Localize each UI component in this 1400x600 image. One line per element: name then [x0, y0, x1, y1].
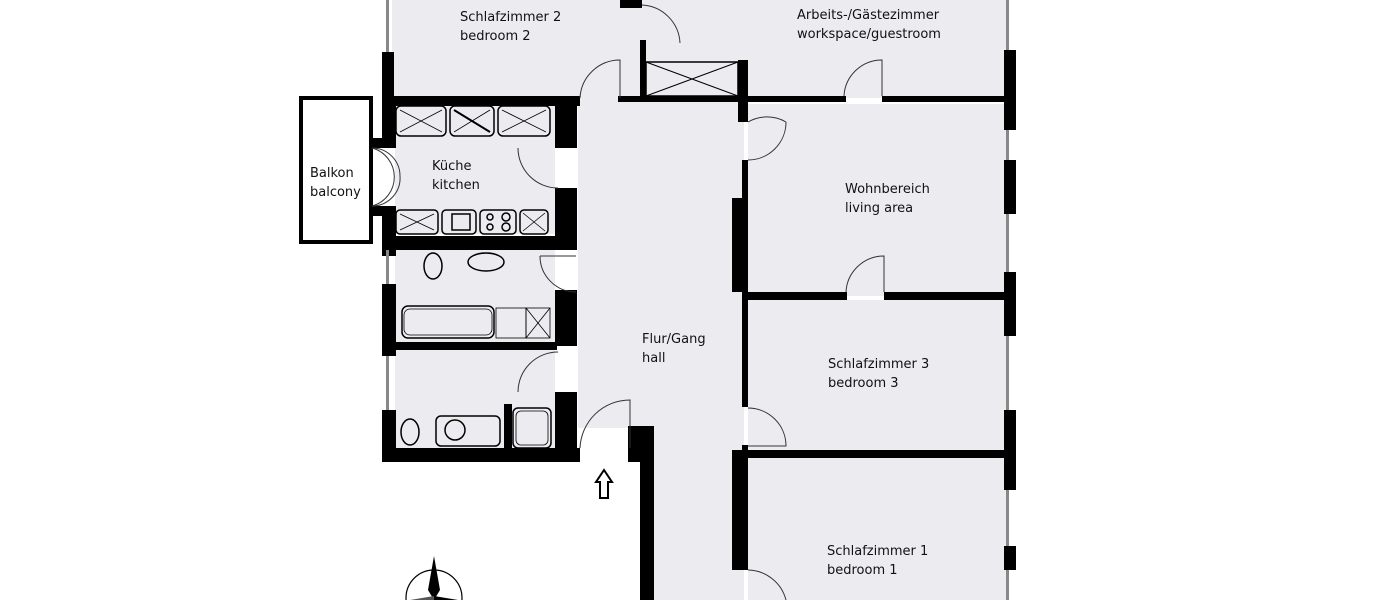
room-name-de: Arbeits-/Gästezimmer: [797, 8, 940, 23]
balcony-outline: [299, 96, 373, 244]
kitchen-units: [395, 105, 551, 235]
room-label-balcony: Balkon balcony: [310, 164, 361, 202]
room-label-kitchen: Küche kitchen: [432, 157, 480, 195]
room-label-living: Wohnbereich living area: [845, 180, 930, 218]
room-name-de: Balkon: [310, 166, 354, 181]
entrance-arrow-up-icon: [594, 468, 614, 499]
room-label-bedroom3: Schlafzimmer 3 bedroom 3: [828, 355, 929, 393]
room-label-bedroom2: Schlafzimmer 2 bedroom 2: [460, 8, 561, 46]
room-name-de: Schlafzimmer 1: [827, 544, 929, 559]
room-name-de: Küche: [432, 159, 472, 174]
doors: [371, 4, 885, 600]
bath-fixtures: [400, 252, 552, 449]
room-name-de: Wohnbereich: [845, 182, 930, 197]
room-name-en: workspace/guestroom: [797, 27, 941, 42]
room-name-de: Flur/Gang: [642, 332, 706, 347]
room-name-en: bedroom 3: [828, 376, 899, 391]
floor-areas: [392, 0, 1006, 600]
room-label-bedroom1: Schlafzimmer 1 bedroom 1: [827, 542, 928, 580]
room-name-de: Schlafzimmer 3: [828, 357, 930, 372]
shaft: [645, 61, 739, 97]
room-name-en: kitchen: [432, 178, 480, 193]
room-name-en: living area: [845, 201, 914, 216]
room-label-workspace: Arbeits-/Gästezimmer workspace/guestroom: [797, 6, 941, 44]
room-name-en: bedroom 2: [460, 29, 531, 44]
room-name-en: hall: [642, 351, 666, 366]
room-label-hall: Flur/Gang hall: [642, 330, 706, 368]
walls: [370, 0, 1016, 600]
room-name-en: balcony: [310, 185, 361, 200]
room-name-en: bedroom 1: [827, 563, 898, 578]
compass-rose-icon: [405, 556, 463, 600]
room-name-de: Schlafzimmer 2: [460, 10, 562, 25]
